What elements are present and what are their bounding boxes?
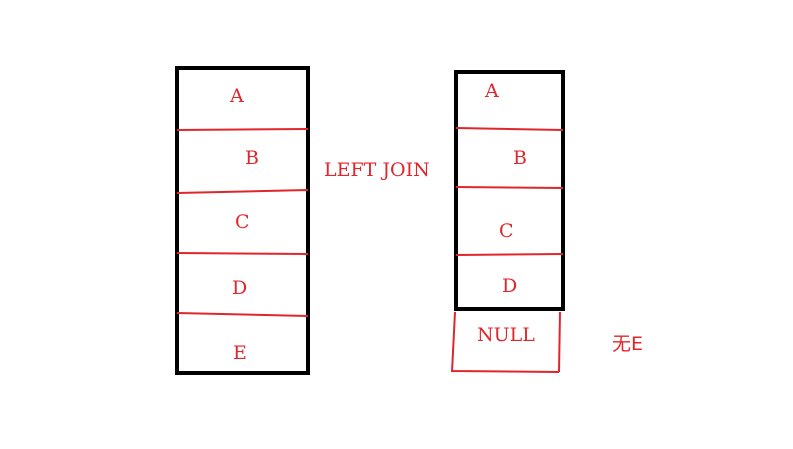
left-cell-b: B bbox=[245, 147, 259, 169]
right-cell-d: D bbox=[502, 275, 517, 297]
null-row-border bbox=[451, 311, 561, 373]
left-divider-3 bbox=[176, 252, 309, 255]
left-table: A B C D E bbox=[175, 66, 310, 375]
right-table-border bbox=[454, 70, 565, 311]
left-divider-4 bbox=[176, 312, 309, 317]
left-table-border bbox=[175, 66, 310, 375]
left-cell-e: E bbox=[233, 342, 247, 364]
null-row: NULL bbox=[451, 311, 561, 373]
right-divider-1 bbox=[455, 127, 564, 131]
left-cell-a: A bbox=[229, 85, 244, 107]
null-cell: NULL bbox=[477, 324, 535, 346]
missing-e-note: 无E bbox=[612, 333, 643, 355]
left-divider-2 bbox=[176, 189, 309, 194]
left-cell-c: C bbox=[235, 211, 250, 233]
right-cell-c: C bbox=[499, 220, 514, 242]
right-cell-b: B bbox=[513, 147, 527, 169]
left-divider-1 bbox=[176, 128, 309, 131]
right-cell-a: A bbox=[484, 80, 499, 102]
join-label: LEFT JOIN bbox=[324, 159, 430, 181]
right-divider-2 bbox=[455, 186, 564, 189]
left-cell-d: D bbox=[232, 277, 247, 299]
right-divider-3 bbox=[455, 253, 564, 256]
right-table: A B C D NULL bbox=[451, 70, 565, 373]
